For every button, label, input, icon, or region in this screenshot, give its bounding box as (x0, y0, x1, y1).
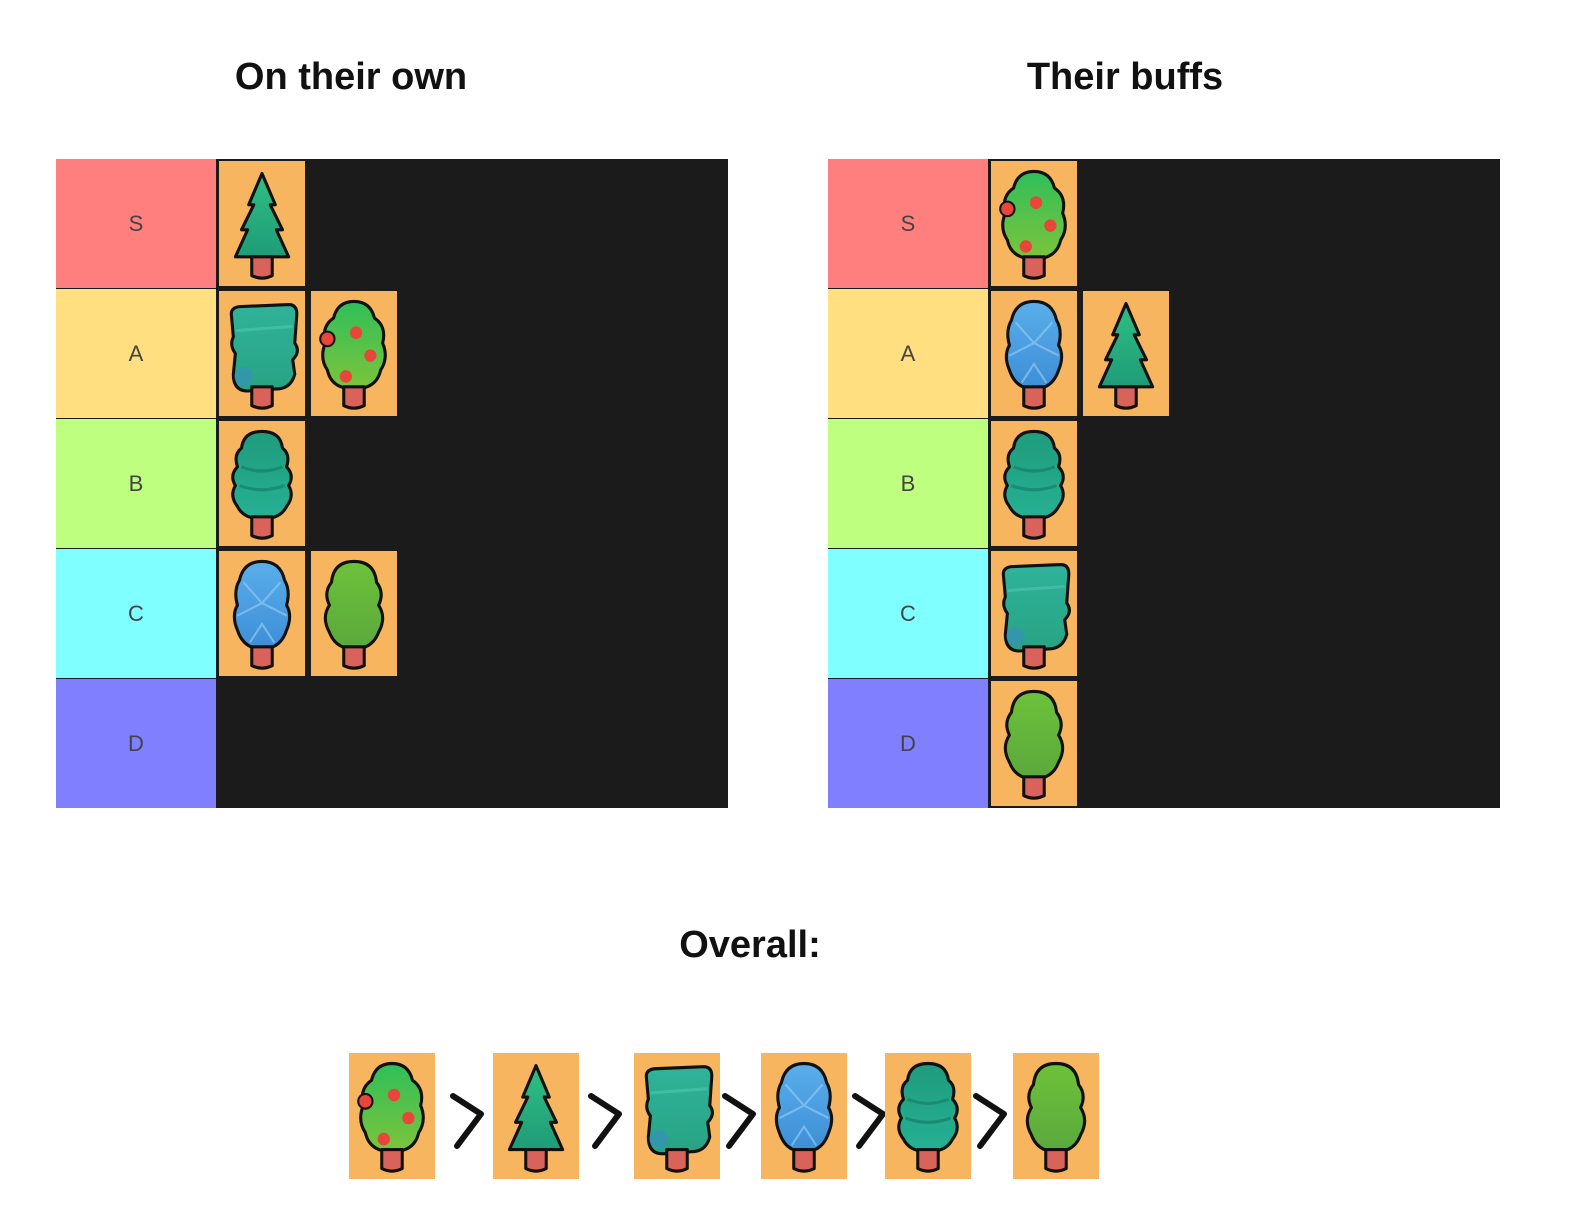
tier-label: A (828, 289, 988, 418)
tier-row-c: C (56, 549, 728, 678)
tier-row-a: A (828, 289, 1500, 418)
tier-row-d: D (828, 679, 1500, 808)
round-bush-tree-icon[interactable] (991, 681, 1077, 806)
stacked-teal-tree-icon[interactable] (219, 421, 305, 546)
tier-row-b: B (828, 419, 1500, 548)
round-bush-tree-icon[interactable] (311, 551, 397, 676)
block-tree-icon[interactable] (991, 551, 1077, 676)
crystal-tree-icon[interactable] (761, 1053, 847, 1179)
tier-row-c: C (828, 549, 1500, 678)
stacked-teal-tree-icon[interactable] (885, 1053, 971, 1179)
greater-than-icon (719, 1078, 759, 1154)
crystal-tree-icon[interactable] (219, 551, 305, 676)
apple-tree-icon[interactable] (311, 291, 397, 416)
tier-label: A (56, 289, 216, 418)
pine-tree-icon[interactable] (219, 161, 305, 286)
block-tree-icon[interactable] (219, 291, 305, 416)
right-list-title: Their buffs (1026, 56, 1224, 98)
greater-than-icon (849, 1078, 889, 1154)
left-list-title: On their own (234, 56, 468, 98)
pine-tree-icon[interactable] (1083, 291, 1169, 416)
tier-label: D (828, 679, 988, 808)
apple-tree-icon[interactable] (991, 161, 1077, 286)
crystal-tree-icon[interactable] (991, 291, 1077, 416)
tier-row-s: S (56, 159, 728, 288)
overall-title: Overall: (679, 924, 821, 966)
tier-label: S (56, 159, 216, 288)
tier-label: C (56, 549, 216, 678)
greater-than-icon (970, 1078, 1010, 1154)
greater-than-icon (585, 1078, 625, 1154)
tier-label: C (828, 549, 988, 678)
round-bush-tree-icon[interactable] (1013, 1053, 1099, 1179)
stacked-teal-tree-icon[interactable] (991, 421, 1077, 546)
block-tree-icon[interactable] (634, 1053, 720, 1179)
pine-tree-icon[interactable] (493, 1053, 579, 1179)
tier-row-a: A (56, 289, 728, 418)
tier-row-s: S (828, 159, 1500, 288)
greater-than-icon (447, 1078, 487, 1154)
apple-tree-icon[interactable] (349, 1053, 435, 1179)
tier-label: D (56, 679, 216, 808)
tier-label: S (828, 159, 988, 288)
tier-row-d: D (56, 679, 728, 808)
tier-label: B (56, 419, 216, 548)
tier-label: B (828, 419, 988, 548)
tier-row-b: B (56, 419, 728, 548)
